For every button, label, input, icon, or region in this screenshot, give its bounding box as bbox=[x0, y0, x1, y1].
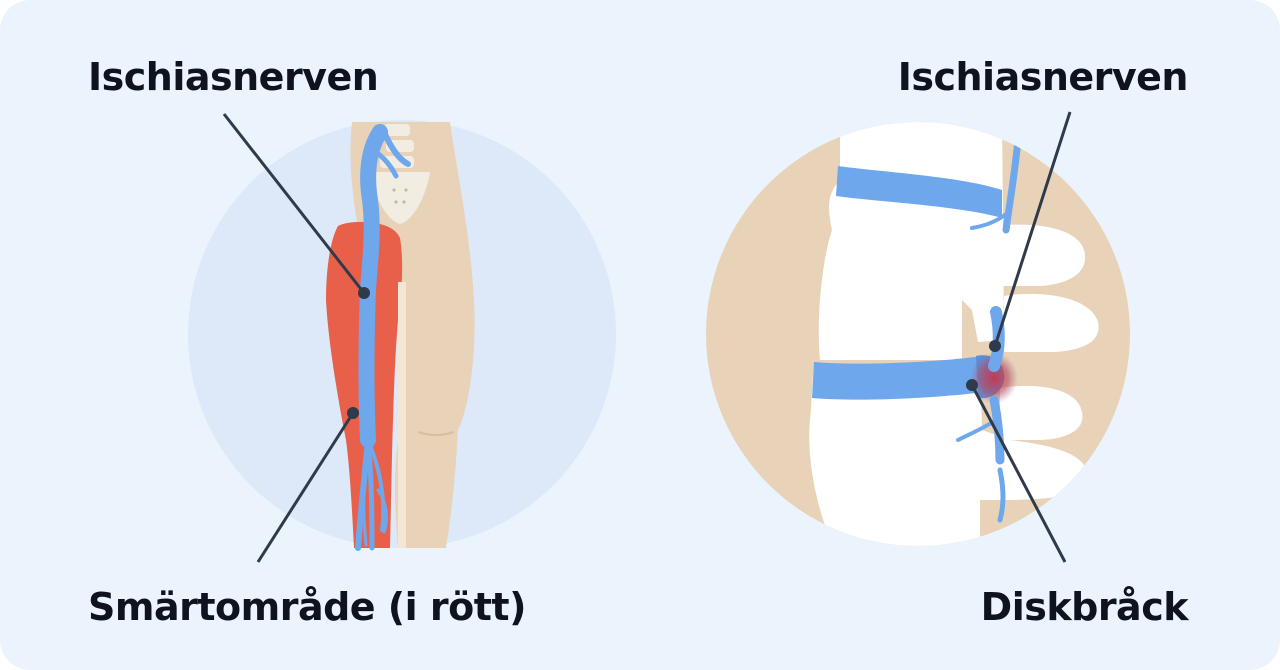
herniation-marker bbox=[966, 379, 978, 391]
leader-lines-right bbox=[970, 111, 1072, 563]
leader-lines-left bbox=[222, 113, 366, 563]
spinous-process-2 bbox=[1004, 293, 1099, 352]
pain-marker bbox=[347, 407, 359, 419]
disc-lower bbox=[812, 356, 984, 400]
label-herniated-disc: Diskbråck bbox=[980, 585, 1189, 629]
vertebra-upper bbox=[818, 122, 1004, 360]
label-pain-area: Smärtområde (i rött) bbox=[88, 585, 526, 629]
inflammation bbox=[970, 352, 1018, 404]
sciatic-nerve-left bbox=[355, 124, 411, 551]
label-sciatic-nerve-left: Ischiasnerven bbox=[88, 55, 379, 99]
disc-upper bbox=[836, 166, 1002, 218]
sciatic-nerve-right bbox=[956, 136, 1022, 523]
thigh-gap bbox=[398, 282, 406, 548]
spinous-process-3 bbox=[1000, 385, 1083, 440]
nerve-marker-left bbox=[358, 287, 370, 299]
label-sciatic-nerve-right: Ischiasnerven bbox=[897, 55, 1189, 99]
knee-crease bbox=[417, 431, 455, 436]
vertebra-lower bbox=[809, 366, 1089, 546]
nerve-marker-right bbox=[989, 340, 1001, 352]
